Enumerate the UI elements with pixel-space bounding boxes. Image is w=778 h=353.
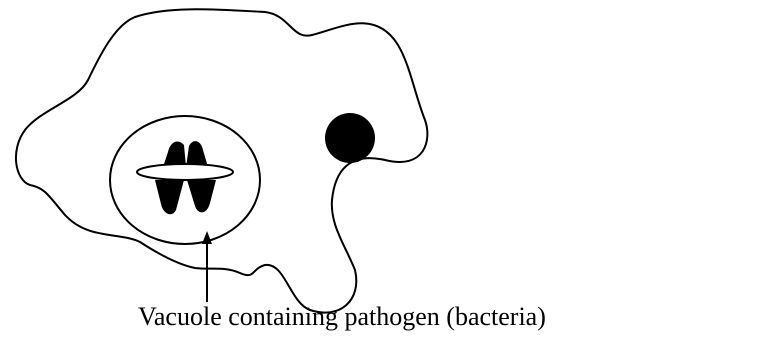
nucleus xyxy=(325,113,375,163)
vacuole-label: Vacuole containing pathogen (bacteria) xyxy=(138,302,546,332)
label-arrow-head xyxy=(202,231,212,244)
bacterium-lower-left xyxy=(155,180,184,214)
cell-membrane xyxy=(16,9,427,312)
bacterium-lower-right xyxy=(187,180,216,212)
bacterium-disc xyxy=(137,164,233,180)
